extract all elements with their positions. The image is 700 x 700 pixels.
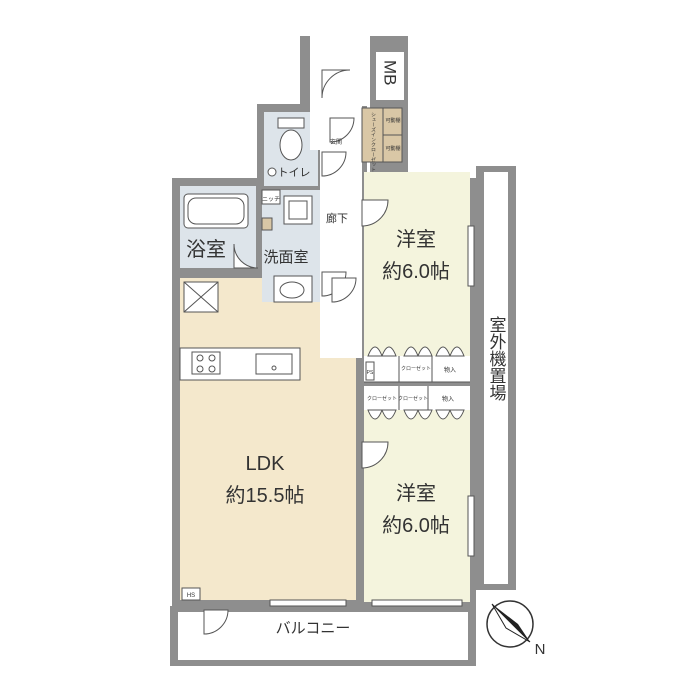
- toilet-label: トイレ: [278, 167, 311, 179]
- hs-box: [181, 587, 201, 601]
- fixtures: [179, 107, 470, 410]
- outdoor-unit-label: 室外機置場: [487, 316, 507, 402]
- closet-row-bottom: [364, 386, 470, 410]
- entrance-door: [321, 69, 351, 99]
- mb-label: MB: [381, 60, 400, 86]
- shoe-closet-door: [329, 117, 355, 143]
- closet-row-top: [364, 356, 470, 382]
- washer-pan: [283, 195, 313, 225]
- closet-bottom-label-1: クローゼット: [367, 395, 397, 402]
- entrance-top: [310, 44, 370, 106]
- bath-label: 浴室: [186, 238, 226, 261]
- western-room-bottom-size: 約6.0帖: [382, 514, 450, 537]
- hallway-floor: [320, 148, 362, 358]
- ps-label: PS: [367, 370, 374, 376]
- western-top-door: [361, 199, 389, 227]
- western-room-bottom-name: 洋室: [396, 482, 436, 505]
- niche: [261, 189, 281, 205]
- doors: [203, 69, 389, 635]
- labels: 洋室 約6.0帖 洋室 約6.0帖 LDK 約15.5帖 浴室 洗面室 トイレ …: [186, 60, 506, 637]
- western-room-bottom-floor: [364, 410, 470, 602]
- compass: N: [486, 600, 546, 658]
- bathtub: [183, 193, 249, 229]
- entrance-label: 玄関: [330, 138, 342, 146]
- closet-top-storage-label: 物入: [444, 366, 456, 374]
- ldk-name: LDK: [246, 453, 286, 475]
- shoe-closet-label: シューズインクローゼット: [370, 112, 376, 172]
- toilet-tank: [277, 117, 305, 129]
- toilet-door: [321, 151, 347, 177]
- shoe-movable-label-1: 可動棚: [385, 117, 400, 124]
- balcony-door: [203, 609, 229, 635]
- windows: [269, 225, 475, 607]
- ldk-door: [331, 277, 357, 303]
- hs-label: HS: [187, 593, 195, 599]
- closet-bottom-storage-label: 物入: [442, 395, 454, 403]
- balcony-label: バルコニー: [276, 620, 351, 637]
- stove: [191, 351, 221, 375]
- closet-top-label: クローゼット: [401, 365, 431, 372]
- shoe-movable-label-2: 可動棚: [385, 145, 400, 152]
- kitchen-sink: [255, 353, 293, 375]
- closet-bottom-label-2: クローゼット: [398, 395, 428, 402]
- western-room-top-name: 洋室: [396, 228, 436, 251]
- niche-label: ニッチ: [262, 196, 280, 203]
- mb-box: [376, 52, 404, 100]
- ps-box: [365, 361, 375, 381]
- washroom-label: 洗面室: [263, 249, 308, 266]
- ldk-size: 約15.5帖: [226, 484, 305, 507]
- toilet-bowl: [279, 129, 303, 161]
- western-bottom-door: [361, 441, 389, 469]
- compass-north-label: N: [535, 641, 546, 658]
- closet-doors: [367, 346, 465, 420]
- western-room-top-size: 約6.0帖: [382, 260, 450, 283]
- bath-door: [233, 243, 259, 269]
- hallway-label: 廊下: [326, 211, 348, 225]
